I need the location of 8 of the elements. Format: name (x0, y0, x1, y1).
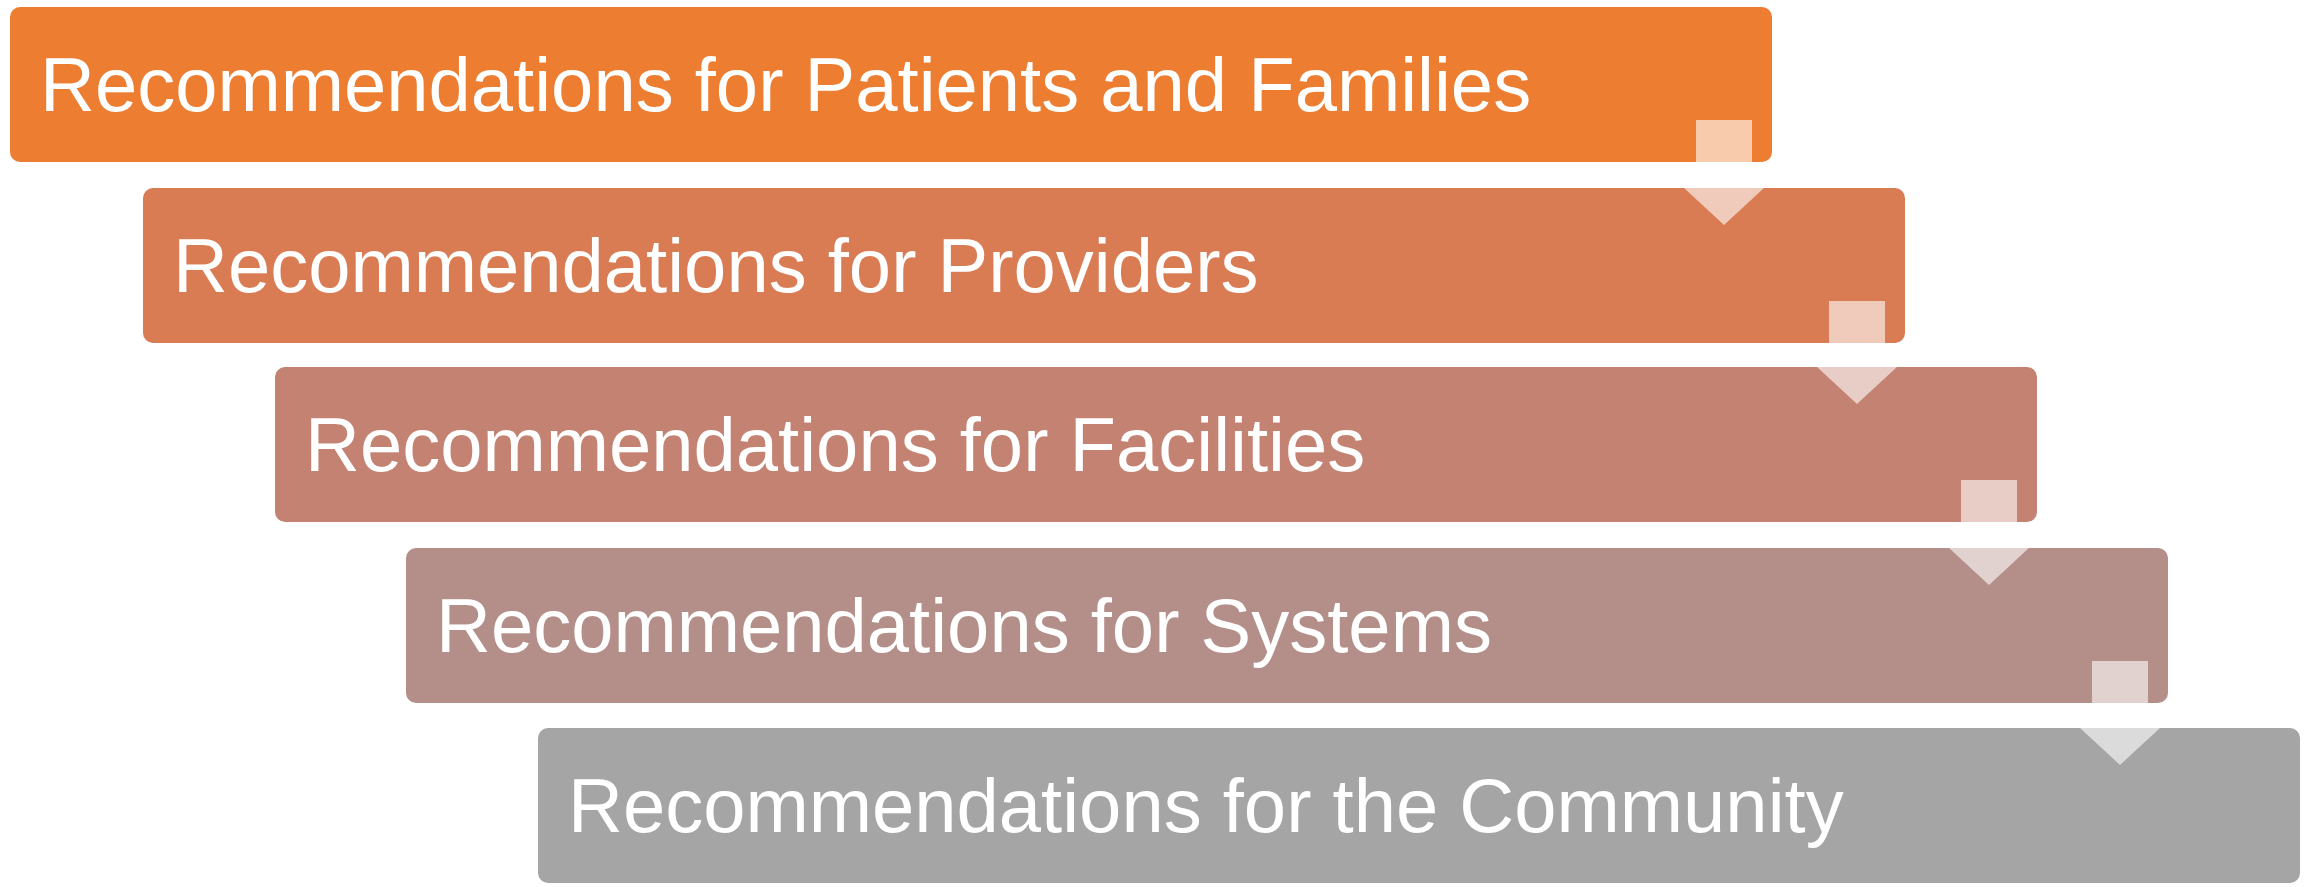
step-box (406, 548, 2168, 703)
step-label: Recommendations for Patients and Families (40, 46, 1532, 123)
step-label: Recommendations for Facilities (305, 406, 1366, 483)
step-box (538, 728, 2300, 883)
step-box (10, 7, 1772, 162)
step-label: Recommendations for Providers (173, 227, 1259, 304)
step-box (275, 367, 2037, 522)
step-box (143, 188, 1905, 343)
